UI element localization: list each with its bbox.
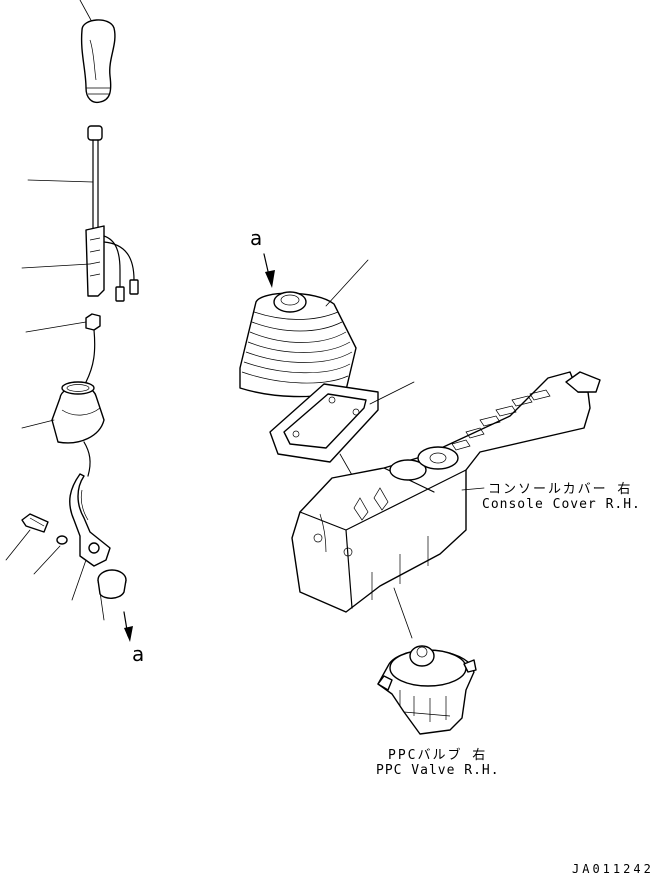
rubber-cap [97,569,127,621]
mount-bolt [5,513,49,561]
reference-label-bottom: a [132,642,145,666]
boot-frame [269,381,415,483]
console-cover-label-jp: コンソールカバー 右 [488,482,633,497]
reference-label-top: a [250,226,263,250]
console-cover-label-en: Console Cover R.H. [482,497,641,512]
lever-bracket [69,473,111,601]
lever-boot [21,381,105,477]
ppc-valve-label-en: PPC Valve R.H. [376,763,500,778]
lever-knob [79,0,116,104]
lock-nut [25,313,101,383]
washer [33,535,68,575]
drawing-id: JA011242 [572,862,654,876]
console-boot [239,259,369,398]
ppc-valve-label-jp: PPCバルブ 右 [388,748,488,763]
ppc-valve [377,587,477,735]
reference-arrow-bottom [123,611,133,642]
switch-cable [27,125,103,233]
reference-arrow-top [263,253,275,288]
console-cover [291,371,601,613]
switch-body [21,225,139,302]
